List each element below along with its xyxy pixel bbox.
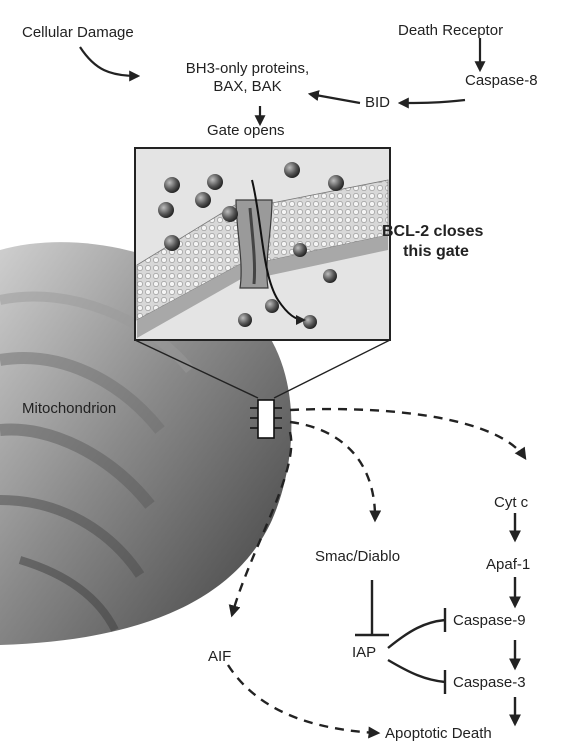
label-bh3-only: BH3-only proteins, <box>150 60 345 78</box>
label-this-gate: this gate <box>382 242 490 262</box>
inhibit-iap-to-caspase9 <box>388 620 445 648</box>
label-apoptotic-death: Apoptotic Death <box>385 725 492 743</box>
label-bcl2-closes: BCL-2 closes <box>382 222 483 242</box>
label-gate-opens: Gate opens <box>207 122 285 140</box>
inhibit-iap-to-caspase3 <box>388 660 445 682</box>
dashed-arrow-aif-to-death <box>228 665 378 733</box>
label-aif: AIF <box>208 648 231 666</box>
label-caspase-3: Caspase-3 <box>453 674 526 692</box>
label-cellular-damage: Cellular Damage <box>22 24 134 42</box>
label-iap: IAP <box>352 644 376 662</box>
label-bid: BID <box>365 94 390 112</box>
dashed-arrow-to-cytc <box>290 409 525 458</box>
label-caspase-9: Caspase-9 <box>453 612 526 630</box>
arrow-caspase8-to-bid <box>400 100 465 103</box>
label-death-receptor: Death Receptor <box>398 22 503 40</box>
label-bax-bak: BAX, BAK <box>150 78 345 96</box>
label-caspase-8: Caspase-8 <box>465 72 538 90</box>
label-mitochondrion: Mitochondrion <box>22 400 116 418</box>
label-cyt-c: Cyt c <box>494 494 528 512</box>
arrow-damage-to-bh3 <box>80 47 138 76</box>
dashed-arrow-to-smac <box>290 422 375 520</box>
label-smac-diablo: Smac/Diablo <box>315 548 400 566</box>
label-apaf-1: Apaf-1 <box>486 556 530 574</box>
inhibition-lines <box>355 580 445 694</box>
